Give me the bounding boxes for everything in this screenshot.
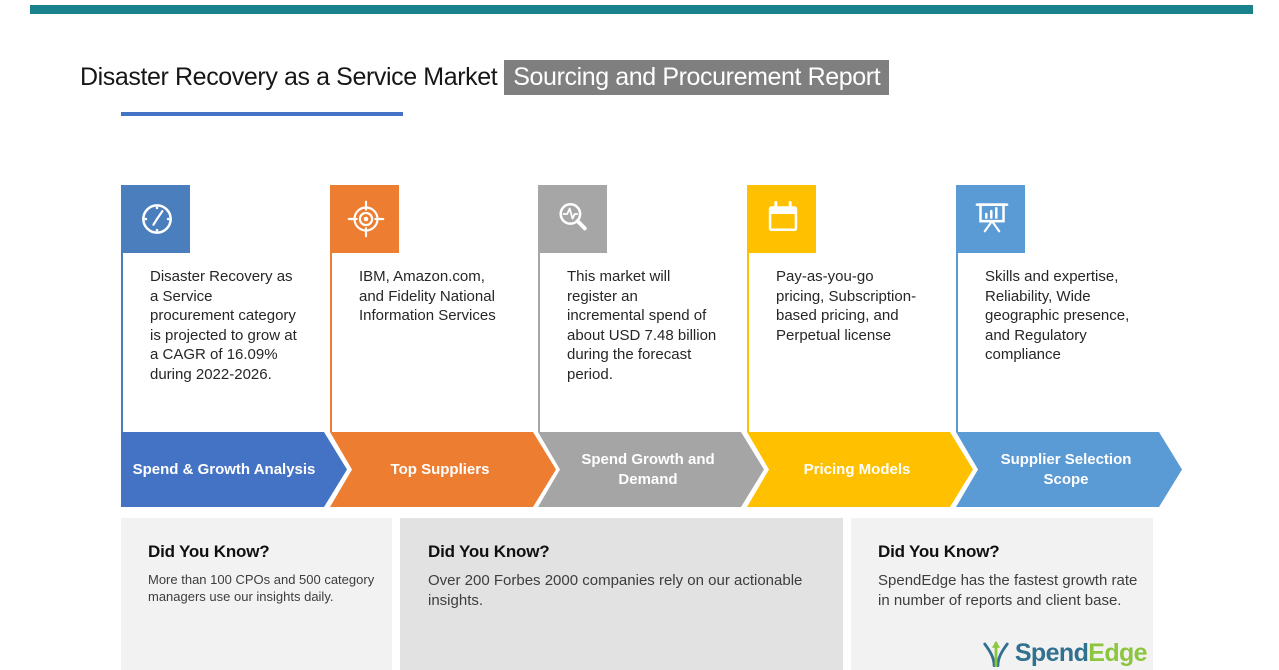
did-you-know-box-2: Did You Know? Over 200 Forbes 2000 compa…: [400, 518, 843, 670]
arrow-spend-growth-demand: Spend Growth and Demand: [538, 432, 764, 507]
did-you-know-heading: Did You Know?: [428, 542, 550, 561]
info-text-pricing: Pay-as-you-go pricing, Subscription-base…: [776, 268, 917, 344]
arrow-pricing-models: Pricing Models: [747, 432, 973, 507]
arrow-top-suppliers: Top Suppliers: [330, 432, 556, 507]
did-you-know-heading: Did You Know?: [148, 542, 270, 561]
arrow-label: Top Suppliers: [390, 460, 490, 478]
page-title-highlight: Sourcing and Procurement Report: [504, 60, 890, 95]
arrow-label: Supplier Selection Scope: [1000, 450, 1132, 488]
arrow-supplier-selection-scope: Supplier Selection Scope: [956, 432, 1182, 507]
info-card-supplier-selection: Skills and expertise, Reliability, Wide …: [956, 185, 1165, 432]
arrow-label: Spend & Growth Analysis: [132, 460, 316, 478]
info-card-spend-growth: Disaster Recovery as a Service procureme…: [121, 185, 330, 432]
info-text-spend-growth: Disaster Recovery as a Service procureme…: [150, 268, 297, 383]
did-you-know-heading: Did You Know?: [878, 542, 1000, 561]
top-accent-bar: [30, 5, 1253, 14]
spendedge-logo: SpendEdge: [981, 636, 1148, 667]
calendar-icon: [749, 185, 816, 253]
logo-edge: Edge: [1088, 639, 1147, 667]
did-you-know-body: More than 100 CPOs and 500 category mana…: [148, 572, 375, 604]
title-underline: [121, 112, 403, 116]
info-text-supplier-selection: Skills and expertise, Reliability, Wide …: [985, 268, 1130, 363]
did-you-know-box-1: Did You Know? More than 100 CPOs and 500…: [121, 518, 392, 670]
target-icon: [332, 185, 399, 253]
spendedge-branch-icon: [983, 641, 1009, 667]
logo-spend: Spend: [1014, 639, 1089, 667]
info-card-spend-demand: This market will register an incremental…: [538, 185, 747, 432]
search-pulse-icon: [540, 185, 607, 253]
clock-icon: [123, 185, 190, 253]
arrow-label: Spend Growth and Demand: [581, 450, 715, 488]
did-you-know-body: Over 200 Forbes 2000 companies rely on o…: [428, 572, 803, 609]
info-text-spend-demand: This market will register an incremental…: [567, 268, 717, 383]
info-text-top-suppliers: IBM, Amazon.com, and Fidelity National I…: [359, 268, 496, 324]
arrow-label: Pricing Models: [803, 460, 911, 478]
presentation-chart-icon: [958, 185, 1025, 253]
spendedge-wordmark: SpendEdge: [1014, 639, 1148, 667]
did-you-know-body: SpendEdge has the fastest growth rate in…: [878, 572, 1138, 609]
info-card-top-suppliers: IBM, Amazon.com, and Fidelity National I…: [330, 185, 539, 432]
info-card-pricing: Pay-as-you-go pricing, Subscription-base…: [747, 185, 956, 432]
did-you-know-box-3: Did You Know? SpendEdge has the fastest …: [851, 518, 1153, 670]
page-title-text: Disaster Recovery as a Service Market: [80, 63, 498, 91]
arrow-spend-growth-analysis: Spend & Growth Analysis: [121, 432, 347, 507]
